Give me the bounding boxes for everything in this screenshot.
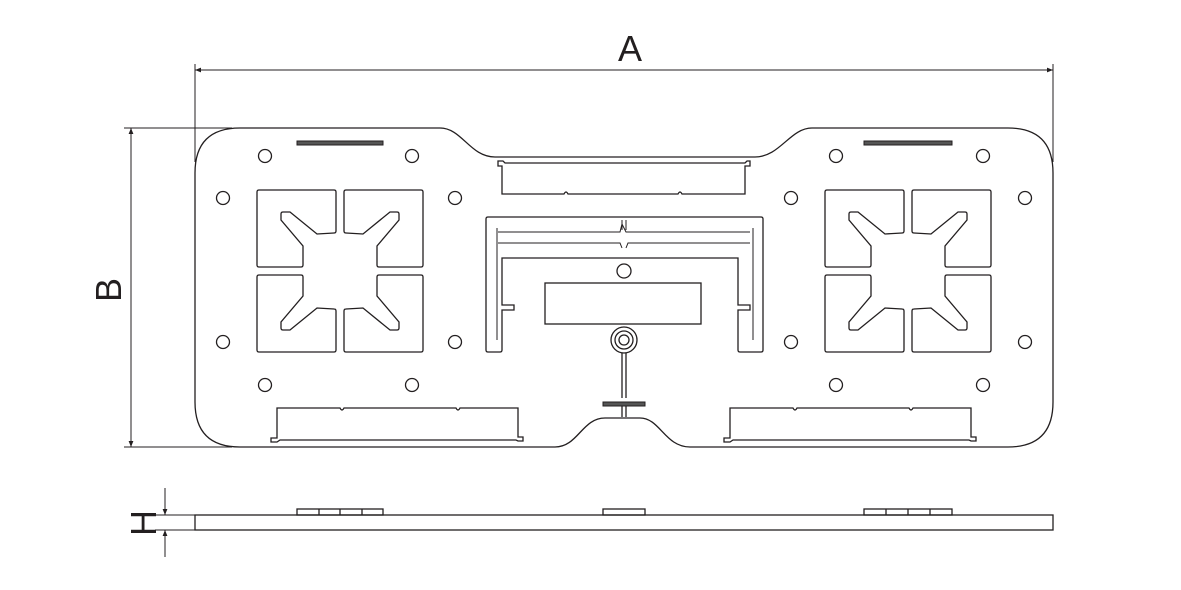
right-top-tab [863,140,953,146]
mounting-holes [215,148,1033,393]
left-top-tab [296,140,384,146]
bottom-right-slot [723,407,977,443]
right-cross-cutout [825,190,991,352]
dimension-h-label: H [123,510,164,536]
dimension-a: A [194,28,1054,162]
left-cross-cutout [257,190,423,352]
side-tabs [296,508,953,516]
side-plate [194,514,1054,531]
top-center-slot [497,160,751,195]
center-ring [610,326,638,354]
dimension-h: H [123,488,195,557]
dimension-b: B [88,127,232,448]
plate-outline [194,127,1054,448]
dimension-b-label: B [88,278,129,302]
top-view [194,127,1054,448]
side-view [194,508,1054,531]
center-hole [616,263,632,279]
dimension-a-label: A [618,28,642,69]
bottom-left-slot [270,407,524,443]
center-frame [485,216,764,417]
